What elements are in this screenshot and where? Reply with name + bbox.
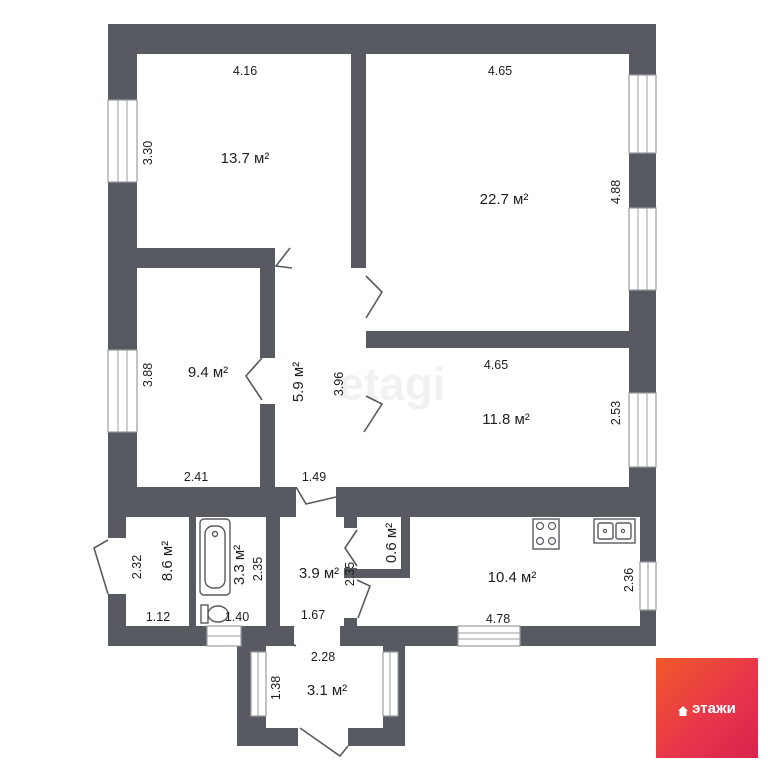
dim-1-38: 1.38 <box>269 676 283 700</box>
area-room-mid-right: 11.8 м² <box>482 411 530 428</box>
door-leaf-hall-top <box>295 486 337 505</box>
dim-2-41: 2.41 <box>184 470 208 484</box>
porch-floor <box>266 646 383 728</box>
door-opening-mid-left <box>258 358 277 404</box>
area-porch: 3.1 м² <box>307 682 347 699</box>
door-leaf-big-room <box>365 275 384 319</box>
window-porch-left <box>250 651 267 717</box>
door-leaf-corridor-top <box>274 247 293 269</box>
dim-2-32: 2.32 <box>130 555 144 579</box>
dim-2-28: 2.28 <box>311 650 335 664</box>
room-top-right-floor <box>366 54 629 331</box>
kitchen-floor <box>357 517 640 626</box>
window-right-mid <box>628 392 657 468</box>
dim-4-65-top: 4.65 <box>488 64 512 78</box>
dim-3-30: 3.30 <box>141 141 155 165</box>
room-mid-right-floor <box>366 348 629 487</box>
area-kitchen: 10.4 м² <box>488 569 537 586</box>
door-opening-mid-right <box>349 390 368 434</box>
dim-2-36: 2.36 <box>622 568 636 592</box>
brand-name: этажи <box>692 699 736 717</box>
dim-2-35-bath: 2.35 <box>251 557 265 581</box>
dim-3-88: 3.88 <box>141 363 155 387</box>
dim-4-78: 4.78 <box>486 612 510 626</box>
door-leaf-kitchen <box>356 579 372 619</box>
door-opening-pantry <box>342 528 359 568</box>
dim-4-65-mid: 4.65 <box>484 358 508 372</box>
window-left-top <box>107 99 138 183</box>
area-room-top-left: 13.7 м² <box>221 150 270 167</box>
dim-1-40: 1.40 <box>225 610 249 624</box>
door-opening-hall-porch <box>294 624 340 648</box>
bathtub-icon <box>199 518 231 596</box>
dim-2-35-hall: 2.35 <box>343 562 357 586</box>
window-kitchen-bottom <box>457 625 521 647</box>
door-opening-corridor-top <box>288 248 334 270</box>
window-bathroom-bottom <box>206 625 242 647</box>
area-room-mid-left: 9.4 м² <box>188 364 228 381</box>
dim-1-49: 1.49 <box>302 470 326 484</box>
window-kitchen-right <box>639 561 657 611</box>
dim-1-67: 1.67 <box>301 608 325 622</box>
door-leaf-hall-porch <box>283 625 297 647</box>
door-opening-kitchen <box>342 578 359 618</box>
stove-icon <box>532 518 560 550</box>
sink-icon <box>593 518 636 544</box>
area-room-small-left: 8.6 м² <box>159 541 176 581</box>
dim-1-12: 1.12 <box>146 610 170 624</box>
door-opening-small-left <box>106 538 128 594</box>
room-mid-left-floor <box>137 268 260 487</box>
window-porch-right <box>382 651 399 717</box>
door-leaf-mid-right <box>363 395 384 433</box>
room-top-left-floor <box>137 54 351 248</box>
corridor-floor <box>275 248 366 487</box>
door-leaf-mid-left <box>244 357 263 401</box>
door-leaf-pantry <box>344 529 358 567</box>
window-right-upper <box>628 74 657 154</box>
watermark: etagi <box>338 358 445 410</box>
window-right-lower <box>628 207 657 291</box>
area-hall: 3.9 м² <box>299 565 339 582</box>
dim-2-53: 2.53 <box>609 401 623 425</box>
room-small-left-floor <box>126 517 189 626</box>
window-left-mid <box>107 349 138 433</box>
brand-logo: этажи <box>656 658 758 758</box>
door-opening-porch-bottom <box>298 726 348 748</box>
pantry-floor <box>357 517 401 569</box>
toilet-icon <box>200 604 229 624</box>
door-leaf-porch-bottom <box>299 727 349 758</box>
dim-3-96: 3.96 <box>332 372 346 396</box>
hall-floor <box>280 517 344 626</box>
house-icon <box>678 703 689 716</box>
area-bathroom: 3.3 м² <box>231 545 248 585</box>
area-pantry: 0.6 м² <box>383 523 400 563</box>
area-room-top-right: 22.7 м² <box>480 191 529 208</box>
door-opening-big-room <box>349 268 368 324</box>
door-leaf-small-left <box>93 539 109 595</box>
area-corridor: 5.9 м² <box>290 362 307 402</box>
dim-4-16: 4.16 <box>233 64 257 78</box>
dim-4-88: 4.88 <box>609 180 623 204</box>
